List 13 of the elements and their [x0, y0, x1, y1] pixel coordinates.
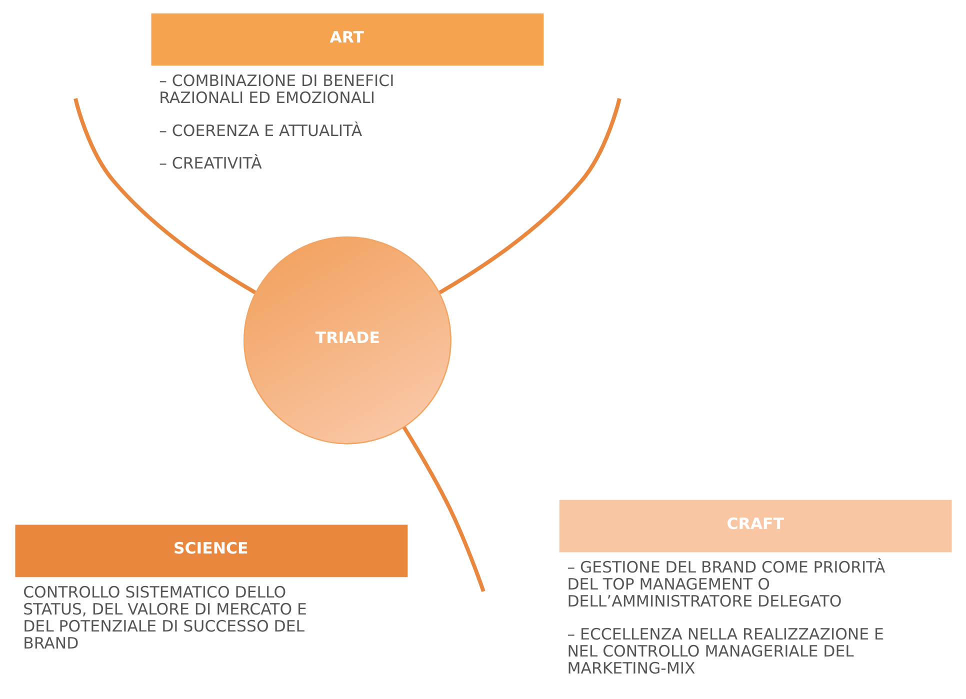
connector: [402, 426, 485, 592]
node-label: CONTROLLO SISTEMATICO DELLO STATUS, DEL VALORE DI MERCATO E DEL POTENZIALE DI SUCCESSO DEL BRAND: [22, 582, 306, 653]
node-label: – CREATIVITÀ: [158, 153, 262, 172]
node-label: – GESTIONE DEL BRAND COME PRIORITÀ DEL TOP MANAGEMENT O DELL’AMMINISTRATORE DELEGATO: [566, 558, 885, 611]
node-label: – COMBINAZIONE DI BENEFICI RAZIONALI ED EMOZIONALI: [158, 71, 394, 108]
node-label: – ECCELLENZA NELLA REALIZZAZIONE E NEL CONTROLLO MANAGERIALE DEL MARKETING-MIX: [566, 624, 884, 678]
node-circle: TRIADE: [242, 236, 451, 444]
connector: [73, 98, 256, 294]
connector: [438, 98, 621, 294]
node-box: CRAFT: [558, 500, 952, 552]
node-label: – COERENZA E ATTUALITÀ: [158, 120, 362, 140]
node-box: ART: [150, 13, 544, 66]
node-box: SCIENCE: [14, 524, 408, 578]
